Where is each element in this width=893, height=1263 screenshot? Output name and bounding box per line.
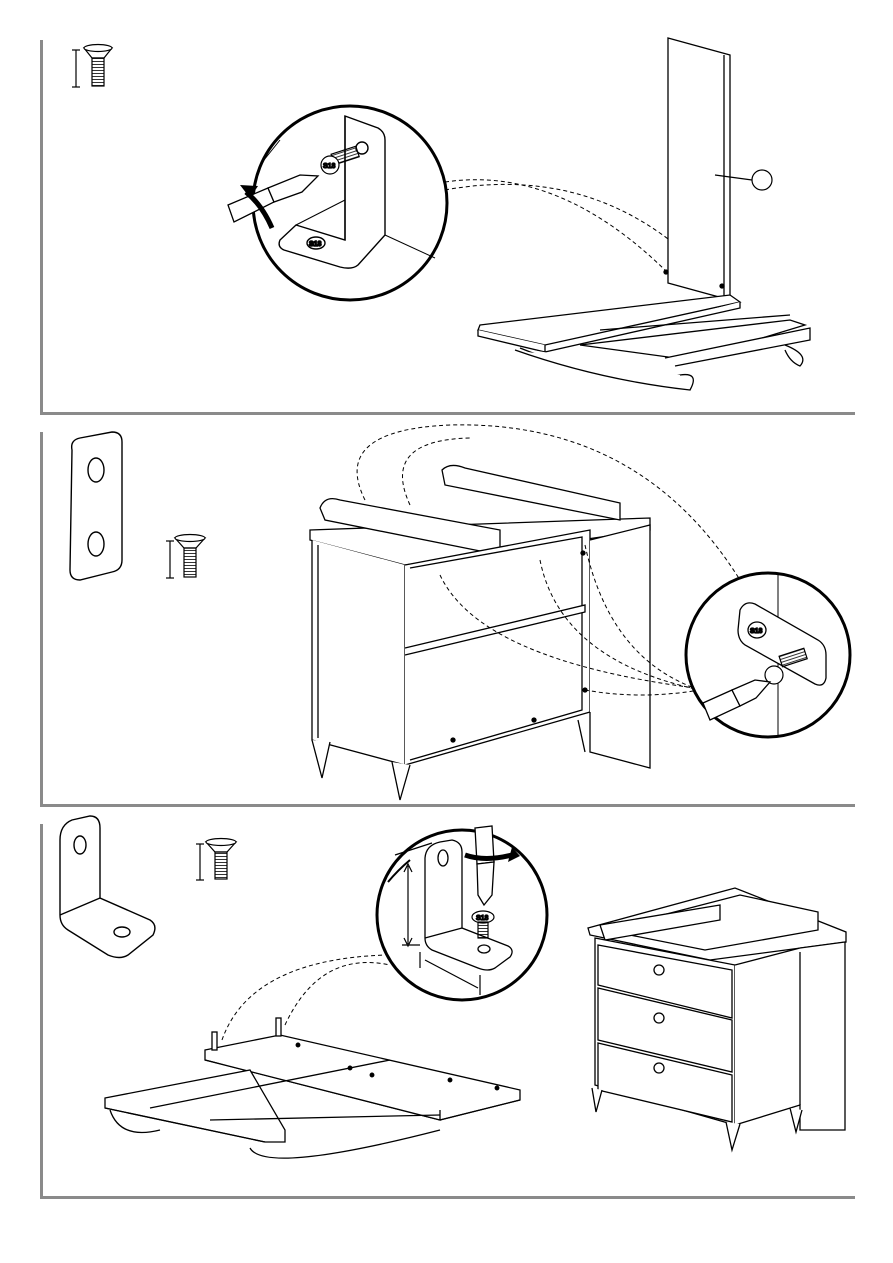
screw-icon — [196, 839, 236, 881]
base-frame-step3 — [105, 1018, 520, 1158]
screw-icon — [72, 45, 112, 88]
finished-dresser — [588, 888, 846, 1150]
dresser-carcass-step2 — [310, 465, 650, 800]
screwdriver-icon — [475, 826, 494, 905]
bracket-screw-label-3: S18 — [476, 915, 489, 922]
bracket-screw-label: S18 — [309, 241, 322, 248]
plate-screw-label: S18 — [750, 628, 763, 635]
leader-lines-step3 — [222, 955, 390, 1040]
screw-head-label: S18 — [323, 163, 336, 170]
screw-icon — [166, 535, 205, 579]
l-bracket-icon — [60, 816, 155, 958]
flat-plate-icon — [70, 432, 122, 580]
base-frame-step1 — [478, 38, 810, 390]
